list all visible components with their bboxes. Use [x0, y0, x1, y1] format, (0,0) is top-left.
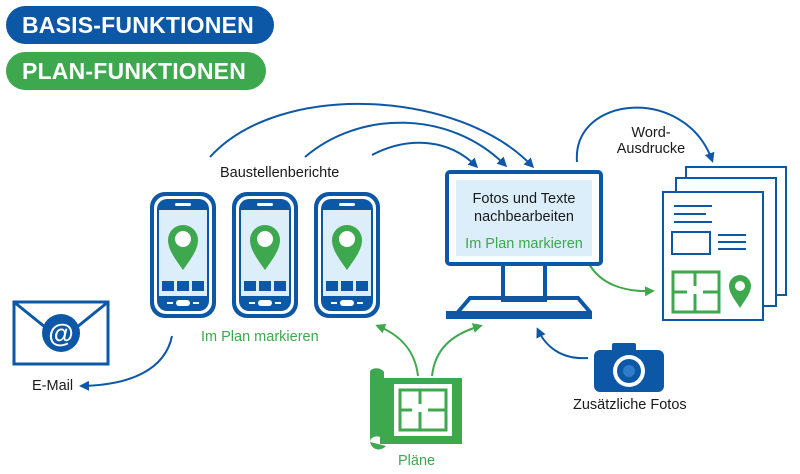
svg-text:@: @ [48, 318, 73, 348]
label-plaene: Pläne [398, 453, 436, 469]
monitor-text-line2: nachbearbeiten [474, 209, 574, 225]
arrow-plans-to-phones [375, 324, 419, 377]
arrow-phones-to-monitor-inner [371, 141, 479, 169]
label-baustellenberichte: Baustellenberichte [220, 165, 340, 181]
legend-basis-functions: BASIS-FUNKTIONEN [6, 6, 274, 44]
camera-icon [594, 343, 664, 392]
arrow-plans-to-monitor [431, 323, 483, 377]
phones-plan-label: Im Plan markieren [201, 329, 319, 345]
arrow-phones-to-email [79, 335, 173, 391]
legend-plan-functions: PLAN-FUNKTIONEN [6, 52, 267, 90]
arrow-camera-to-monitor [536, 327, 589, 360]
floorplan-icon [671, 270, 721, 314]
blueprint-icon [370, 368, 462, 450]
monitor-icon [445, 170, 603, 319]
monitor-screen-text: Fotos und Texte nachbearbeiten [456, 190, 592, 226]
arrow-monitor-to-word [575, 106, 715, 163]
monitor-plan-label: Im Plan markieren [465, 236, 583, 252]
label-email: E-Mail [32, 378, 74, 394]
smartphone-icon [232, 192, 298, 318]
envelope-icon: @ [12, 300, 110, 366]
monitor-text-line1: Fotos und Texte [472, 191, 576, 207]
smartphone-icon [150, 192, 216, 318]
label-zusaetzliche-fotos: Zusätzliche Fotos [573, 397, 687, 413]
label-word-ausdrucke: Word- Ausdrucke [608, 125, 694, 157]
map-pin-icon [729, 275, 751, 308]
at-sign-icon [42, 314, 80, 352]
smartphone-icon [314, 192, 380, 318]
arrow-monitor-to-documents [587, 261, 655, 297]
label-word-line2: Ausdrucke [616, 141, 686, 157]
document-stack-icon [662, 166, 787, 321]
label-word-line1: Word- [631, 125, 671, 141]
arrow-phones-to-monitor-middle [304, 121, 508, 168]
arrow-phones-to-monitor-outer [209, 102, 535, 169]
